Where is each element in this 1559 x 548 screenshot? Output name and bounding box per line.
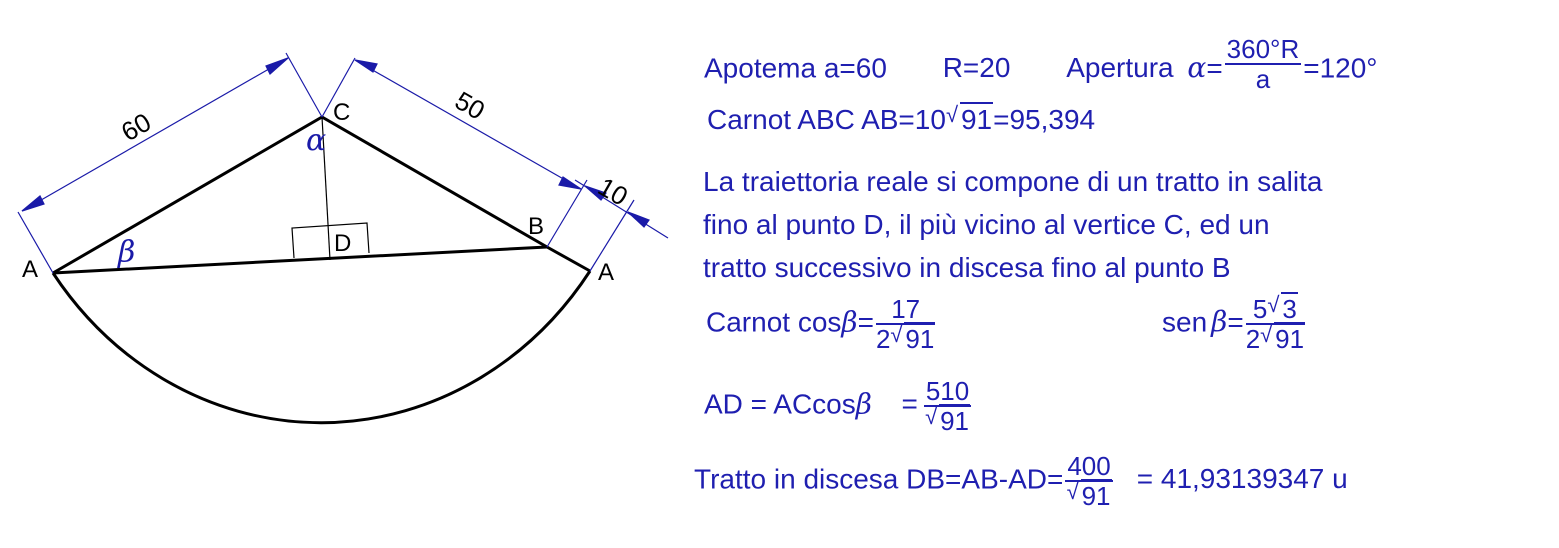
angle-alpha: α	[306, 123, 326, 158]
paragraph-line-3: tratto successivo in discesa fino al pun…	[703, 252, 1231, 283]
dimension-10	[574, 179, 669, 272]
ad-num: 510	[923, 376, 972, 407]
point-label-A-right: A	[598, 259, 614, 286]
apertura-label: Apertura	[1066, 52, 1174, 84]
sen-den: 2√91	[1245, 322, 1306, 354]
radius-text: R=20	[942, 52, 1011, 84]
point-label-B: B	[528, 213, 544, 240]
ad-den: √91	[925, 404, 970, 436]
ad-prefix: AD = ACcos	[704, 388, 856, 420]
text-line-carnot-abc: Carnot ABC AB=10√91=95,394	[707, 102, 1096, 135]
carnot-abc-prefix: Carnot ABC AB=10	[707, 104, 946, 135]
sen-eq: =	[1227, 306, 1244, 338]
point-label-A-left: A	[22, 256, 38, 283]
segment-B-A-right	[546, 245, 591, 273]
sen-beta: β	[1211, 305, 1228, 339]
dimension-60	[17, 52, 323, 274]
apertura-frac-den: a	[1255, 64, 1271, 94]
dimension-50	[321, 57, 588, 248]
height-CD	[321, 116, 331, 261]
side-AC	[52, 115, 323, 275]
text-line-db: Tratto in discesa DB=AB-AD=400√91 = 41,93…	[694, 451, 1348, 511]
carnot-abc-result: =95,394	[993, 104, 1096, 135]
point-label-D: D	[334, 230, 351, 257]
ad-beta: β	[855, 387, 872, 421]
carnot-abc-sqrt-arg: 91	[959, 102, 994, 135]
right-angle-marker	[291, 222, 370, 259]
cos-num: 17	[875, 296, 936, 325]
ad-eq: =	[885, 388, 918, 420]
cos-den: 2√91	[875, 322, 936, 354]
apertura-result: =120°	[1303, 52, 1378, 84]
db-num: 400	[1065, 451, 1113, 482]
dim-label-60: 60	[116, 107, 156, 147]
apertura-frac-num: 360°R	[1224, 34, 1302, 65]
arc-AA	[51, 270, 592, 425]
cos-prefix: Carnot cos	[706, 306, 842, 338]
apotema-text: Apotema a=60	[704, 52, 887, 84]
cos-beta: β	[841, 305, 858, 339]
text-line-ad: AD = ACcosβ =510√91	[704, 376, 973, 436]
point-label-C: C	[333, 99, 350, 126]
sen-prefix: sen	[1162, 306, 1208, 338]
db-fraction: 400√91	[1065, 451, 1113, 511]
side-CB	[321, 115, 548, 249]
side-AB	[52, 245, 548, 275]
apertura-eq: =	[1206, 52, 1223, 84]
sen-num: 5√3	[1245, 292, 1306, 325]
dim-label-50: 50	[450, 85, 490, 125]
ad-fraction: 510√91	[923, 376, 972, 436]
paragraph-line-2: fino al punto D, il più vicino al vertic…	[703, 209, 1270, 240]
alpha-symbol: α	[1187, 51, 1207, 85]
carnot-abc-sqrt: √91	[945, 102, 994, 135]
angle-beta: β	[117, 235, 135, 270]
db-den: √91	[1066, 479, 1112, 511]
dim-label-10: 10	[593, 171, 633, 211]
geometry-figure: A A B C D α β 60 50 10	[17, 52, 669, 425]
cos-eq: =	[857, 306, 874, 338]
paragraph-line-1: La traiettoria reale si compone di un tr…	[703, 166, 1323, 197]
db-prefix: Tratto in discesa DB=AB-AD=	[694, 463, 1064, 495]
db-result: = 41,93139347 u	[1136, 463, 1348, 495]
